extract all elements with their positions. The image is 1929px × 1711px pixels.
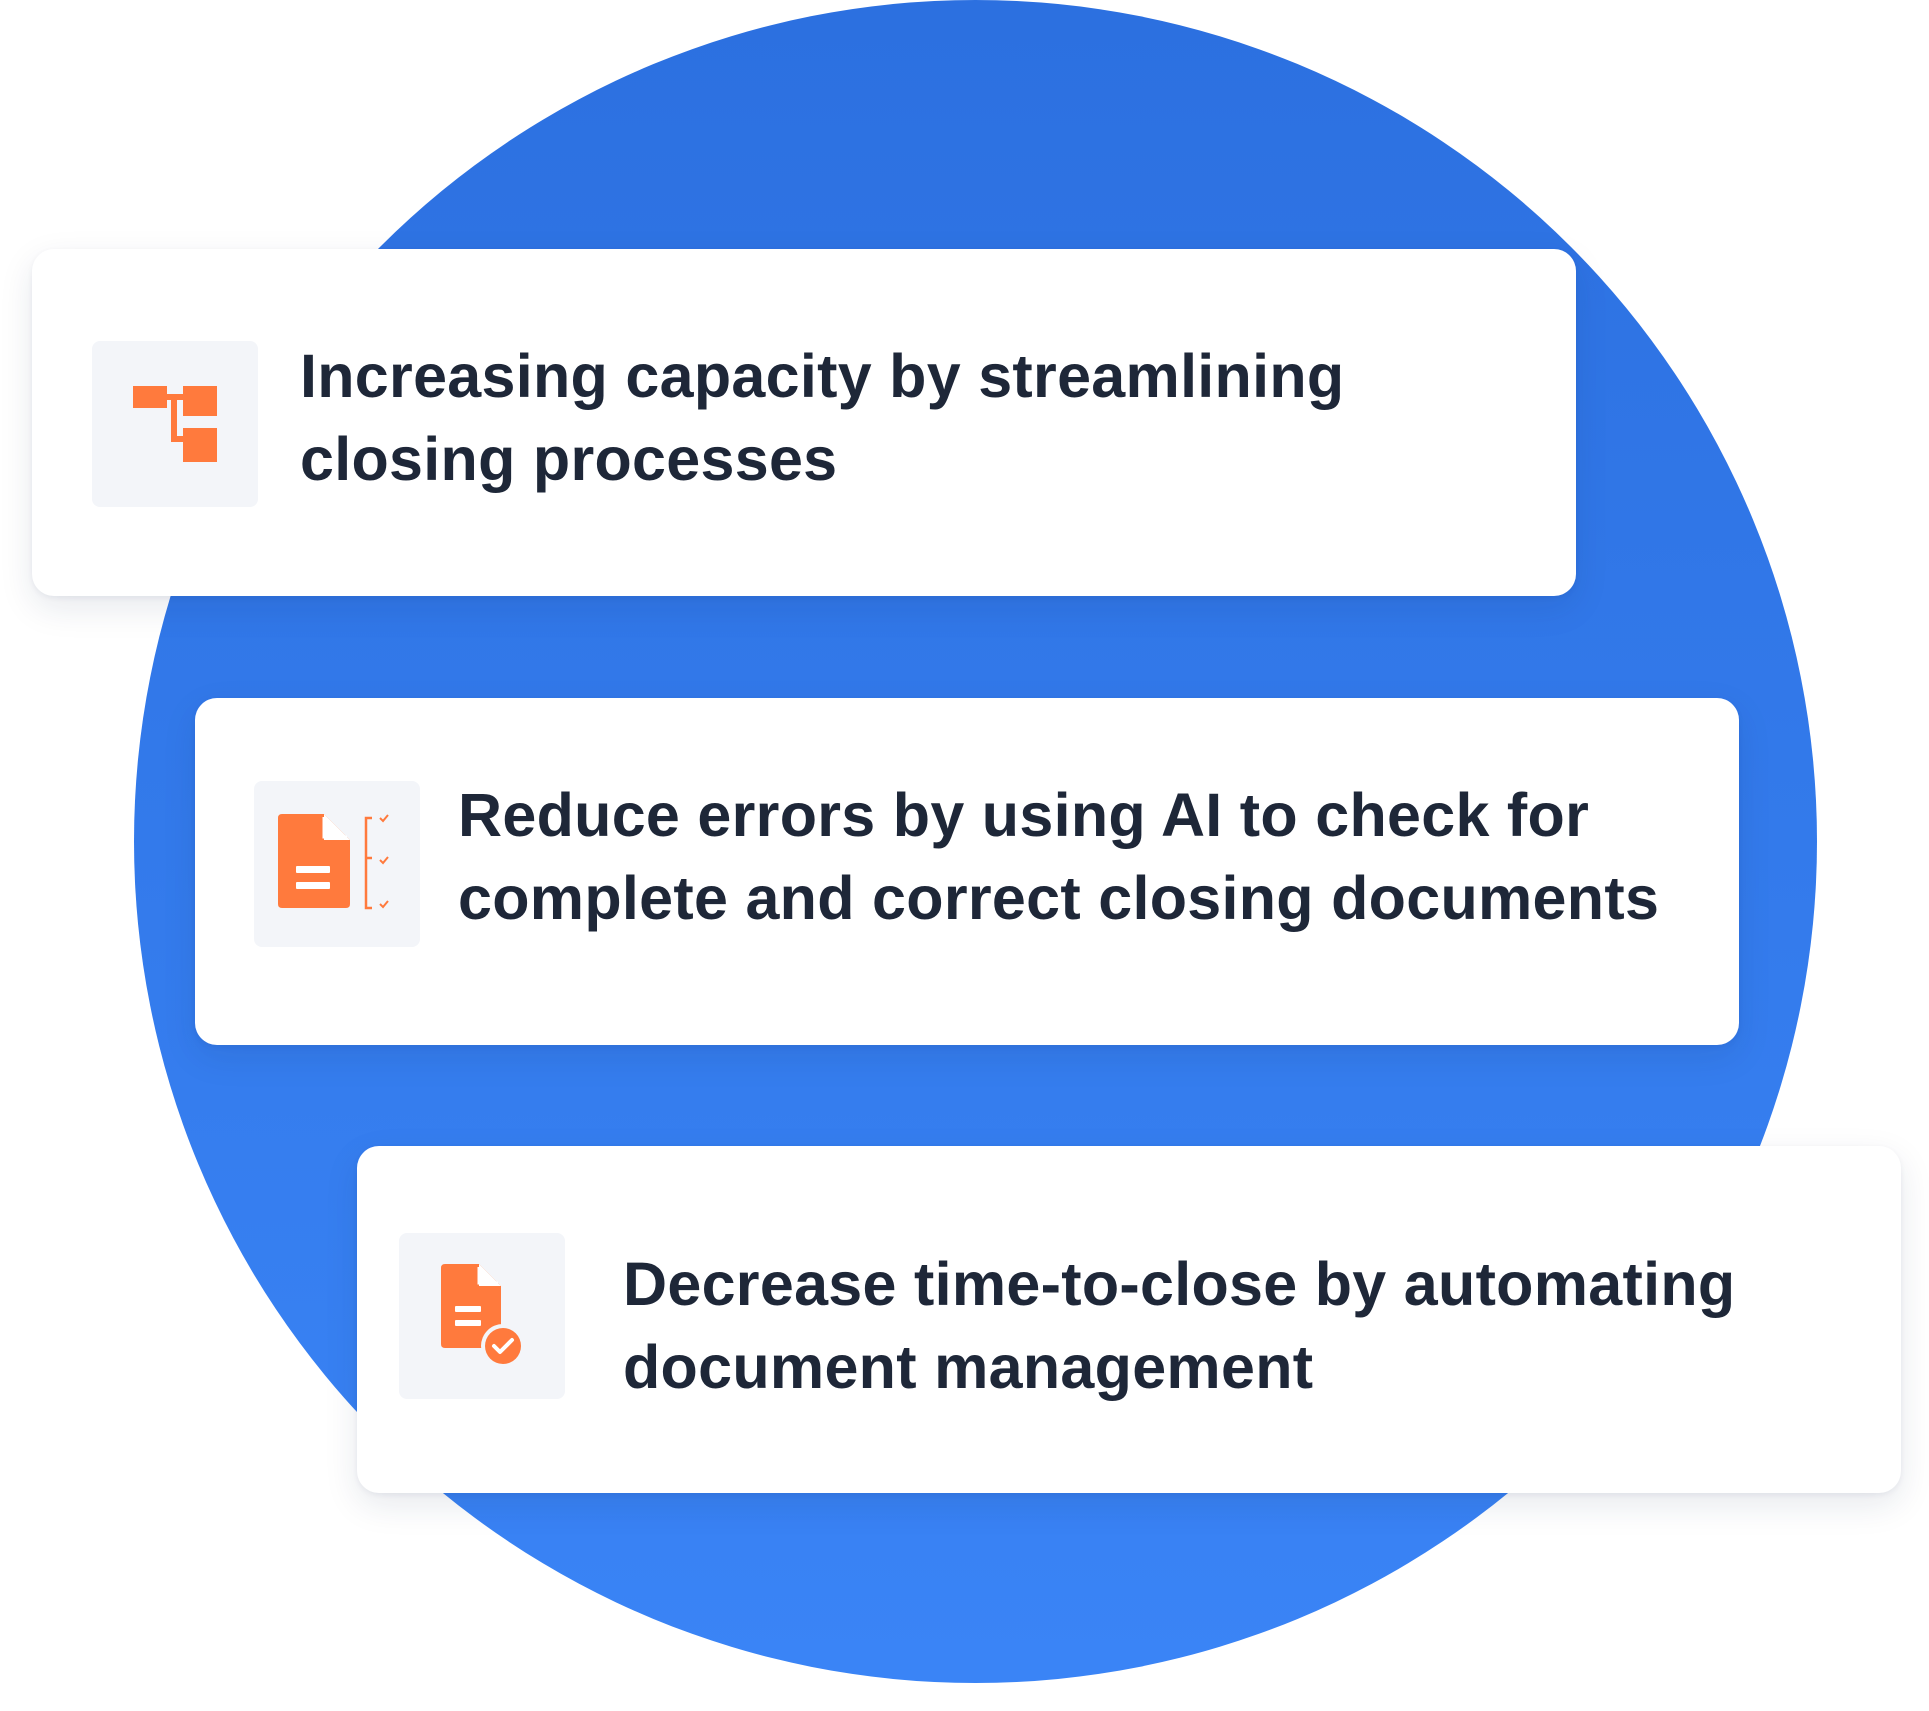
benefit-text-line-2: closing processes <box>300 425 838 493</box>
benefit-text: Reduce errors by using AI to check for c… <box>458 774 1698 940</box>
icon-tile <box>254 781 420 947</box>
document-approved-icon <box>441 1264 525 1368</box>
benefit-card-time-to-close: Decrease time-to-close by automating doc… <box>357 1146 1901 1493</box>
benefit-card-capacity: Increasing capacity by streamlining clos… <box>32 249 1576 596</box>
benefit-text-line-1: Increasing capacity by streamlining <box>300 342 1345 410</box>
benefit-text: Increasing capacity by streamlining clos… <box>300 335 1500 501</box>
icon-tile <box>92 341 258 507</box>
benefit-card-errors: Reduce errors by using AI to check for c… <box>195 698 1739 1045</box>
benefit-text-line-1: Decrease time-to-close by automating <box>623 1250 1736 1318</box>
benefit-text-line-2: document management <box>623 1333 1314 1401</box>
benefit-text-line-2: complete and correct closing documents <box>458 864 1660 932</box>
document-checklist-icon <box>278 814 389 910</box>
benefit-text: Decrease time-to-close by automating doc… <box>623 1243 1863 1409</box>
process-flow-icon <box>133 386 217 462</box>
icon-tile <box>399 1233 565 1399</box>
benefit-text-line-1: Reduce errors by using AI to check for <box>458 781 1590 849</box>
